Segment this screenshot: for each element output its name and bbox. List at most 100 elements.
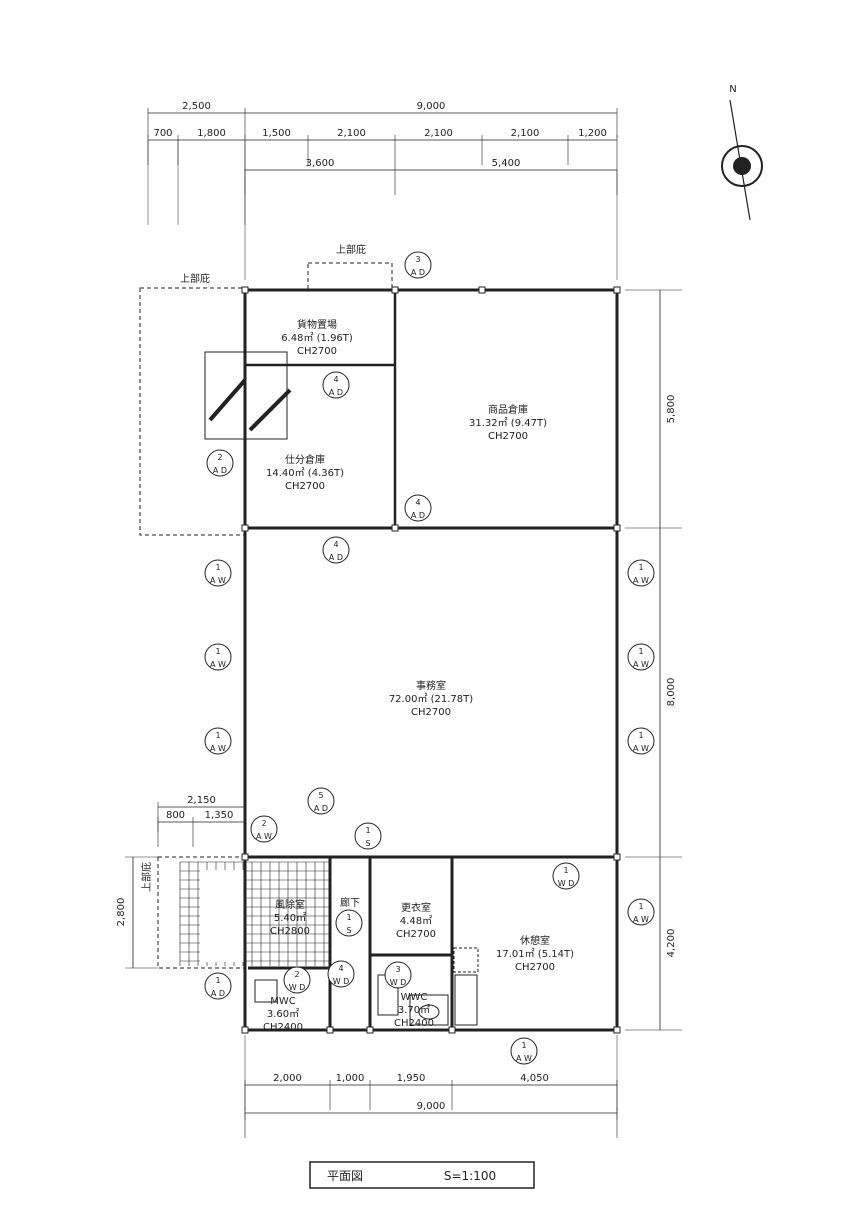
column [448, 1026, 456, 1034]
tag-number: 4 [333, 375, 338, 384]
tag-code: S [365, 839, 370, 848]
tag-number: 1 [638, 647, 643, 656]
tag-code: A D [211, 989, 225, 998]
tag-code: A W [633, 660, 649, 669]
door-window-tag [552, 862, 580, 890]
top-dimension-row1-label: 9,000 [417, 101, 446, 112]
room-ceiling-height: CH2400 [394, 1018, 434, 1029]
tag-code: A D [411, 511, 425, 520]
right-dimension-label: 4,200 [666, 929, 677, 958]
canopy-label: 上部庇 [336, 243, 366, 256]
column [613, 853, 621, 861]
tag-number: 4 [415, 498, 420, 507]
compass-north-label: N [729, 84, 736, 95]
room-area: 4.48㎡ [400, 915, 432, 927]
room-area: 5.40㎡ [274, 912, 306, 924]
door-window-tag [627, 898, 655, 926]
tag-code: W D [558, 879, 575, 888]
top-dimension-row2-label: 2,100 [337, 128, 366, 139]
door-window-tag [250, 815, 278, 843]
tag-code: A D [329, 553, 343, 562]
column [241, 853, 249, 861]
tag-code: A W [210, 576, 226, 585]
tag-code: A D [329, 388, 343, 397]
tag-code: W D [289, 983, 306, 992]
right-dimension-label: 5,800 [666, 395, 677, 424]
room-name: 仕分倉庫 [285, 453, 325, 466]
canopy-label: 上部庇 [180, 272, 210, 285]
column [613, 1026, 621, 1034]
room-area: 3.60㎡ [267, 1008, 299, 1020]
room-ceiling-height: CH2700 [411, 707, 451, 718]
door-window-tag [335, 909, 363, 937]
door-window-tag [283, 966, 311, 994]
tag-code: A W [210, 660, 226, 669]
tag-number: 1 [521, 1041, 526, 1050]
tag-number: 1 [563, 866, 568, 875]
washbasin [409, 994, 449, 1026]
tag-code: A W [516, 1054, 532, 1063]
room-name: 更衣室 [401, 901, 431, 914]
room-area: 14.40㎡ (4.36T) [266, 467, 344, 479]
left-dimension-row1-label: 2,150 [187, 795, 216, 806]
left-vertical-label: 2,800 [116, 898, 127, 927]
top-dimension-row1-label: 2,500 [182, 101, 211, 112]
door-leaf [248, 388, 292, 432]
door-window-tag [322, 371, 350, 399]
tag-number: 1 [215, 731, 220, 740]
tag-code: A W [633, 576, 649, 585]
door-leaf [208, 378, 247, 422]
room-name: 風除室 [275, 898, 305, 911]
room-ceiling-height: CH2800 [270, 926, 310, 937]
canopy-label: 上部庇 [140, 862, 153, 892]
tag-number: 2 [294, 970, 299, 979]
top-dimension-row3-label: 3,600 [306, 158, 335, 169]
room-name: 廊下 [340, 896, 360, 909]
compass-icon [721, 145, 763, 187]
room-ceiling-height: CH2700 [396, 929, 436, 940]
column [613, 524, 621, 532]
compass-needle [729, 99, 751, 221]
left-dimension-row2-label: 800 [166, 810, 185, 821]
tag-number: 1 [215, 563, 220, 572]
tag-number: 5 [318, 791, 323, 800]
room-area: 31.32㎡ (9.47T) [469, 417, 547, 429]
toilet-tank [254, 979, 278, 1003]
tag-code: A W [633, 744, 649, 753]
tag-number: 1 [638, 563, 643, 572]
room-name: 事務室 [416, 679, 446, 692]
tag-code: A D [213, 466, 227, 475]
column [478, 286, 486, 294]
tag-number: 1 [638, 731, 643, 740]
door-window-tag [510, 1037, 538, 1065]
cabinet [453, 947, 479, 973]
right-dimension-label: 8,000 [666, 678, 677, 707]
bottom-dimension-row1-label: 2,000 [273, 1073, 302, 1084]
washbasin-bowl [418, 1004, 440, 1020]
column [241, 1026, 249, 1034]
tag-code: A W [210, 744, 226, 753]
tag-number: 4 [338, 964, 343, 973]
door-window-tag [307, 787, 335, 815]
tag-number: 1 [215, 976, 220, 985]
column [326, 1026, 334, 1034]
room-name: WWC [401, 992, 428, 1003]
door-window-tag [322, 536, 350, 564]
bottom-dimension-row1-label: 4,050 [520, 1073, 549, 1084]
tag-code: W D [390, 978, 407, 987]
top-dimension-row2-label: 1,800 [197, 128, 226, 139]
tag-number: 1 [215, 647, 220, 656]
door-window-tag [627, 559, 655, 587]
door-window-tag [354, 822, 382, 850]
door-window-tag [204, 727, 232, 755]
room-area: 72.00㎡ (21.78T) [389, 693, 473, 705]
door-window-tag [206, 449, 234, 477]
column [366, 1026, 374, 1034]
tag-code: A D [314, 804, 328, 813]
door-window-tag [627, 643, 655, 671]
drawing-scale: S=1:100 [444, 1169, 496, 1183]
room-name: MWC [270, 996, 296, 1007]
room-name: 貨物置場 [297, 318, 337, 331]
tag-number: 3 [395, 965, 400, 974]
